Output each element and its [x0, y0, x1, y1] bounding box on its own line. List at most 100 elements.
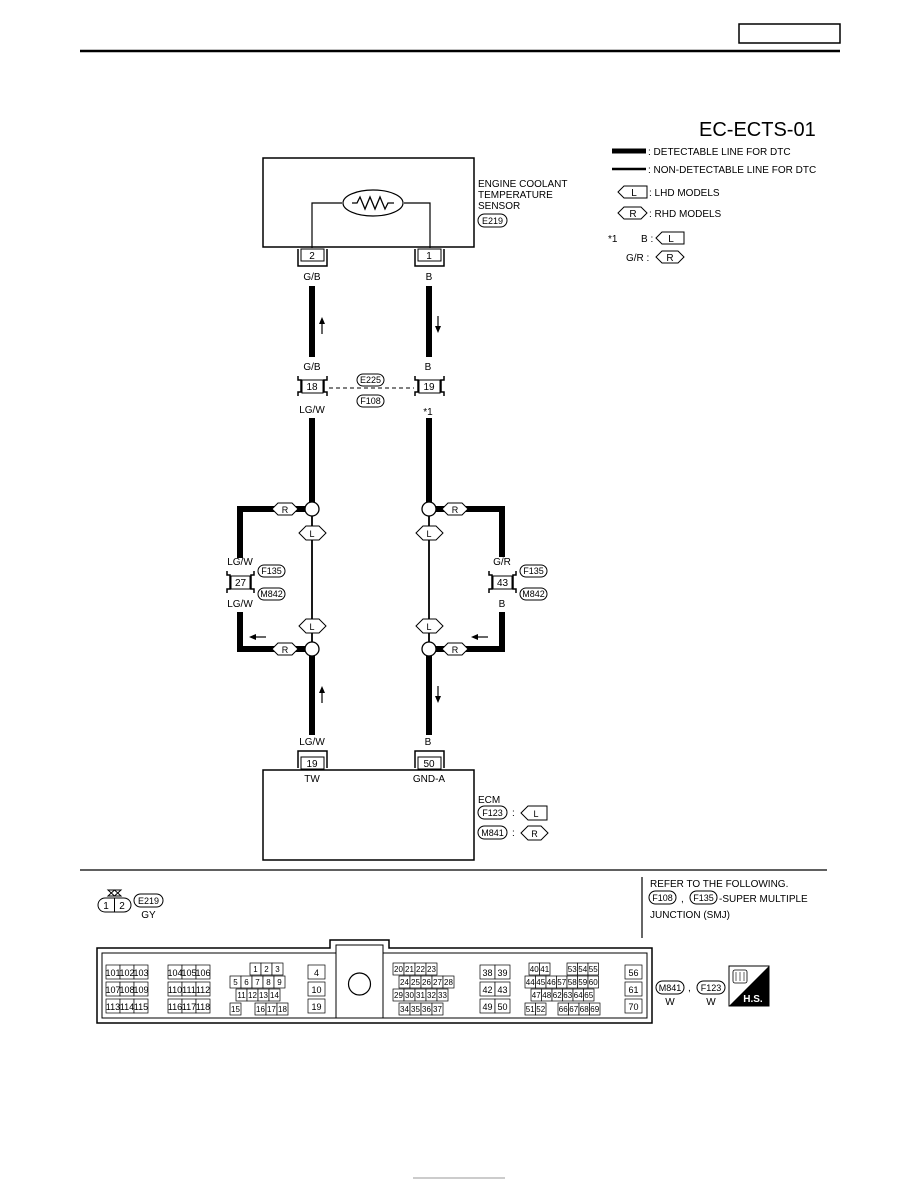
ecm-pin-number: 43 [497, 985, 507, 995]
ecm-pin-number: 13 [259, 991, 268, 1000]
footer-e219-tag-label: E219 [138, 896, 159, 906]
tag-lhd-right-bot [415, 618, 444, 634]
refer-line-1: REFER TO THE FOLLOWING. [650, 879, 788, 890]
wire-color-lgw-left-bot: LG/W [227, 599, 253, 610]
legend-lhd-tag [617, 185, 648, 199]
smj-left-conn-f135-label: F135 [261, 566, 282, 576]
ecm-pin-number: 117 [182, 1002, 196, 1012]
connector-locking-hole [347, 972, 372, 996]
wire-color-b-mid: B [425, 362, 432, 373]
ecm-pin-19: 19 [306, 759, 318, 770]
smj-left-conn-m842 [257, 587, 286, 601]
ecm-pin-number: 106 [195, 968, 210, 978]
smj-right-conn-f135-label: F135 [523, 566, 544, 576]
sensor-connector-label: E219 [482, 216, 503, 226]
footer-conn-f123-color: W [706, 997, 716, 1008]
ecm-pin-number: 114 [120, 1002, 134, 1012]
ecm-pin-number: 31 [416, 991, 425, 1000]
wire-rhd-right-branch-bot [436, 612, 505, 652]
ecm-pin-cell [587, 962, 599, 976]
ecm-pin-number: 105 [181, 968, 196, 978]
sensor-pin-2: 2 [297, 248, 328, 267]
ecm-pin-number: 4 [314, 968, 319, 978]
ecm-pin-number: 27 [433, 978, 442, 987]
ecm-pin-number: 65 [584, 991, 593, 1000]
ecm-pin-number: 113 [106, 1002, 120, 1012]
legend-note-rhd-tag-text: R [666, 253, 673, 264]
splice-left-bot [304, 641, 320, 657]
ecm-pin-number: 48 [542, 991, 551, 1000]
page-id-box [738, 23, 841, 44]
legend-detectable: : DETECTABLE LINE FOR DTC [648, 147, 791, 158]
harness-side-icon: H.S. [728, 965, 770, 1007]
tag-rhd-left-bot-text: R [282, 645, 289, 655]
ecm-pin-cell [133, 964, 149, 980]
ecm-pin-cell [276, 1002, 289, 1016]
ecm-pin-number: 118 [196, 1002, 210, 1012]
ecm-colon-2: : [512, 828, 515, 839]
legend-note-rhd-tag [655, 250, 685, 264]
ecm-pin-number: 62 [553, 991, 562, 1000]
ecm-pin-number: 9 [277, 978, 282, 987]
wire-color-gb-top: G/B [303, 272, 321, 283]
ecm-pin-number: 63 [563, 991, 572, 1000]
ecm-pin-number: 8 [266, 978, 271, 987]
sensor-pin-1: 1 [414, 248, 445, 267]
ecm-pin-number: 61 [628, 985, 638, 995]
footer-conn-m841-label: M841 [659, 983, 682, 993]
ecm-pin-number: 19 [311, 1002, 321, 1012]
tag-lhd-right-bot-text: L [426, 622, 431, 632]
junction-conn-f108 [356, 394, 385, 408]
ecm-pin-cell [307, 998, 326, 1014]
wire-rhd-left-branch-top [237, 506, 305, 557]
tag-lhd-right-top-text: L [426, 529, 431, 539]
ecm-name: ECM [478, 795, 500, 806]
junction-pin-18: 18 [306, 382, 318, 393]
ecm-pin-number: 108 [119, 985, 134, 995]
ecm-pin-number: 29 [394, 991, 403, 1000]
junction-pin-19: 19 [423, 382, 435, 393]
wire-color-b-top: B [426, 272, 433, 283]
ecm-pin-cell [307, 964, 326, 980]
sensor-name-1: ENGINE COOLANT [478, 179, 567, 190]
tag-lhd-left-top [298, 525, 327, 541]
ecm-pin-number: 57 [557, 978, 566, 987]
tag-rhd-left-top-text: R [282, 505, 289, 515]
legend-note-lhd-tag-text: L [668, 234, 674, 245]
ecm-pin-number: 69 [590, 1005, 599, 1014]
ecm-rhd-tag-text: R [531, 829, 538, 839]
footer-e219-connector: 1 2 E219 GY [97, 889, 164, 921]
legend: : DETECTABLE LINE FOR DTC : NON-DETECTAB… [608, 147, 816, 264]
ecm-colon-1: : [512, 808, 515, 819]
junction-conn-f108-label: F108 [360, 396, 381, 406]
ecm-pin-number: 34 [400, 1005, 409, 1014]
ecm-pin-number: 18 [278, 1005, 287, 1014]
arrow-down-icon [435, 316, 441, 333]
ecm-conn-f123 [477, 805, 508, 820]
tag-rhd-right-bot [441, 642, 469, 656]
tag-lhd-left-bot-text: L [309, 622, 314, 632]
ecm-terminal-tw: TW [304, 774, 320, 785]
ecm-pin-cell [425, 962, 438, 976]
sensor-name-2: TEMPERATURE [478, 190, 553, 201]
ecm-pin-number: 14 [270, 991, 279, 1000]
ecm-pin-number: 66 [559, 1005, 568, 1014]
ecm-pin-number: 116 [168, 1002, 182, 1012]
wire-color-lgw-under18: LG/W [299, 405, 325, 416]
ecm-conn-m841 [477, 825, 508, 840]
sensor-pin-2-label: 2 [309, 251, 315, 262]
legend-note-gr: G/R : [626, 253, 649, 264]
ecm-pin-number: 37 [433, 1005, 442, 1014]
ecm-pin-cell [494, 981, 511, 997]
ecm-pin-number: 112 [196, 985, 210, 995]
ecm-pin-number: 55 [589, 965, 598, 974]
legend-rhd-text: : RHD MODELS [649, 209, 722, 220]
footer-e219-pin-1: 1 [103, 901, 109, 912]
wire-rhd-right-branch-top [436, 506, 505, 557]
ecm-pin-cell [535, 1002, 547, 1016]
refer-comma: , [681, 894, 684, 905]
arrow-up-icon [319, 686, 325, 703]
footer-e219-color: GY [141, 910, 156, 921]
wire-color-b-right-bot: B [499, 599, 506, 610]
tag-rhd-left-top [271, 502, 299, 516]
